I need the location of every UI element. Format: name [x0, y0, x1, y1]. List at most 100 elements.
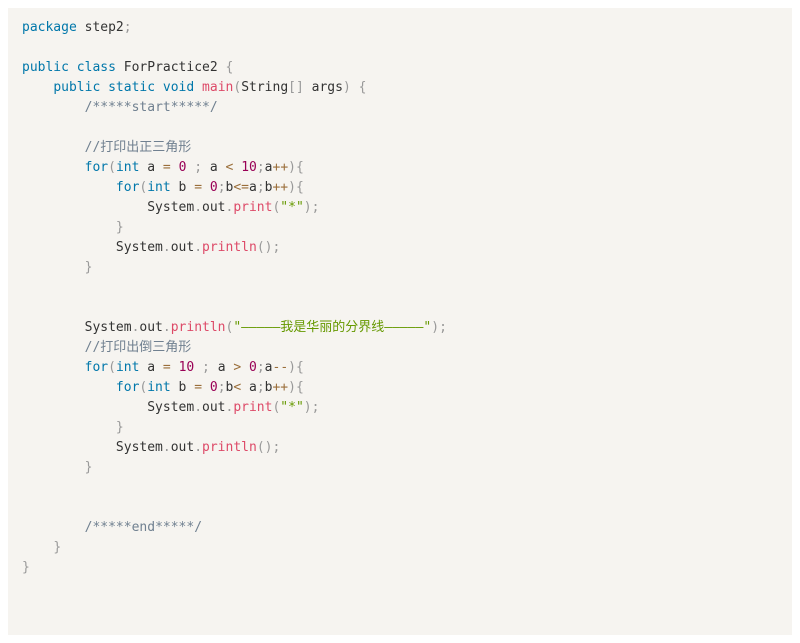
- code-token-keyword: class: [76, 60, 116, 75]
- code-token-plain: a: [249, 180, 257, 195]
- code-token-punct: ): [288, 160, 296, 175]
- code-token-plain: [22, 80, 53, 95]
- code-token-plain: System: [22, 240, 163, 255]
- code-token-punct: ): [431, 320, 440, 335]
- code-token-punct: .: [162, 320, 171, 335]
- code-token-punct: .: [131, 320, 140, 335]
- code-token-punct: ]: [295, 80, 304, 95]
- code-token-plain: [194, 80, 202, 95]
- code-token-operator: =: [162, 360, 171, 375]
- code-token-plain: a: [202, 160, 226, 175]
- code-token-plain: [22, 380, 116, 395]
- code-token-punct: (: [108, 360, 116, 375]
- code-token-plain: [241, 360, 249, 375]
- code-token-number: 10: [178, 360, 195, 375]
- code-token-plain: [233, 160, 241, 175]
- code-token-operator: ++: [272, 380, 289, 395]
- code-token-plain: b: [225, 380, 234, 395]
- code-token-plain: out: [170, 440, 195, 455]
- code-token-plain: System: [22, 440, 163, 455]
- code-token-punct: ;: [272, 440, 281, 455]
- code-token-plain: out: [170, 240, 195, 255]
- code-token-plain: [22, 520, 85, 535]
- code-token-keyword: int: [115, 160, 140, 175]
- code-token-punct: {: [295, 380, 304, 395]
- code-token-punct: (: [225, 320, 234, 335]
- code-token-keyword: int: [115, 360, 140, 375]
- code-line: for(int a = 10 ; a > 0;a--){: [22, 358, 792, 378]
- code-token-punct: ;: [439, 320, 447, 335]
- code-token-plain: [22, 180, 116, 195]
- code-token-punct: (: [272, 200, 281, 215]
- code-token-keyword: int: [147, 180, 171, 195]
- code-token-plain: [69, 60, 77, 75]
- code-line: public static void main(String[] args) {: [22, 78, 792, 98]
- code-token-punct: ;: [311, 200, 320, 215]
- code-token-plain: b: [264, 180, 273, 195]
- code-token-comment: /*****start*****/: [84, 100, 218, 115]
- code-token-number: 0: [209, 380, 218, 395]
- code-token-function: print: [233, 200, 273, 215]
- code-token-punct: (: [139, 380, 148, 395]
- code-token-punct: (: [139, 180, 148, 195]
- code-token-plain: [22, 360, 85, 375]
- code-token-keyword: for: [115, 380, 140, 395]
- code-token-plain: System: [22, 320, 132, 335]
- code-token-punct: ;: [256, 180, 265, 195]
- code-token-punct: ;: [311, 400, 320, 415]
- code-token-punct: {: [225, 60, 234, 75]
- code-token-comment: //打印出倒三角形: [84, 340, 192, 355]
- code-token-string: "*": [280, 200, 304, 215]
- code-token-plain: step2: [76, 20, 124, 35]
- code-token-plain: ForPractice2: [115, 60, 226, 75]
- code-token-punct: }: [22, 560, 30, 575]
- code-token-plain: out: [202, 400, 226, 415]
- code-token-function: println: [202, 240, 257, 255]
- code-token-punct: (: [108, 160, 116, 175]
- code-token-plain: a: [209, 360, 234, 375]
- code-token-plain: [22, 460, 85, 475]
- code-token-operator: >: [233, 360, 242, 375]
- code-token-punct: ): [288, 180, 296, 195]
- code-token-punct: (: [272, 400, 281, 415]
- code-token-plain: [194, 360, 202, 375]
- code-token-punct: ;: [256, 360, 265, 375]
- code-line: System.out.print("*");: [22, 398, 792, 418]
- code-token-operator: ++: [272, 160, 289, 175]
- code-token-punct: {: [295, 180, 304, 195]
- code-line: [22, 498, 792, 518]
- code-token-keyword: package: [22, 20, 77, 35]
- code-token-plain: [171, 160, 179, 175]
- code-token-punct: .: [225, 200, 234, 215]
- code-token-punct: ): [303, 200, 312, 215]
- code-token-number: 0: [209, 180, 218, 195]
- code-token-plain: out: [202, 200, 226, 215]
- code-token-punct: .: [162, 240, 171, 255]
- code-token-punct: ): [288, 380, 296, 395]
- code-token-function: main: [202, 80, 234, 95]
- code-token-keyword: public: [22, 60, 69, 75]
- code-token-punct: ;: [202, 360, 210, 375]
- code-line: }: [22, 418, 792, 438]
- code-line: [22, 278, 792, 298]
- code-token-punct: (: [233, 80, 242, 95]
- code-token-plain: b: [170, 180, 195, 195]
- code-line: /*****start*****/: [22, 98, 792, 118]
- code-line: }: [22, 538, 792, 558]
- code-block: package step2;public class ForPractice2 …: [8, 8, 792, 635]
- code-line: System.out.println();: [22, 438, 792, 458]
- code-token-plain: a: [139, 160, 163, 175]
- code-line: //打印出正三角形: [22, 138, 792, 158]
- code-token-string: "*": [280, 400, 304, 415]
- code-token-plain: String: [241, 80, 289, 95]
- code-line: //打印出倒三角形: [22, 338, 792, 358]
- code-token-plain: System: [22, 400, 195, 415]
- code-token-operator: <: [233, 380, 242, 395]
- code-token-plain: [22, 340, 85, 355]
- code-token-plain: args: [303, 80, 343, 95]
- code-line: System.out.println();: [22, 238, 792, 258]
- code-line: [22, 38, 792, 58]
- code-token-plain: a: [241, 380, 257, 395]
- code-line: [22, 298, 792, 318]
- code-token-string: "—————我是华丽的分界线—————": [233, 320, 432, 335]
